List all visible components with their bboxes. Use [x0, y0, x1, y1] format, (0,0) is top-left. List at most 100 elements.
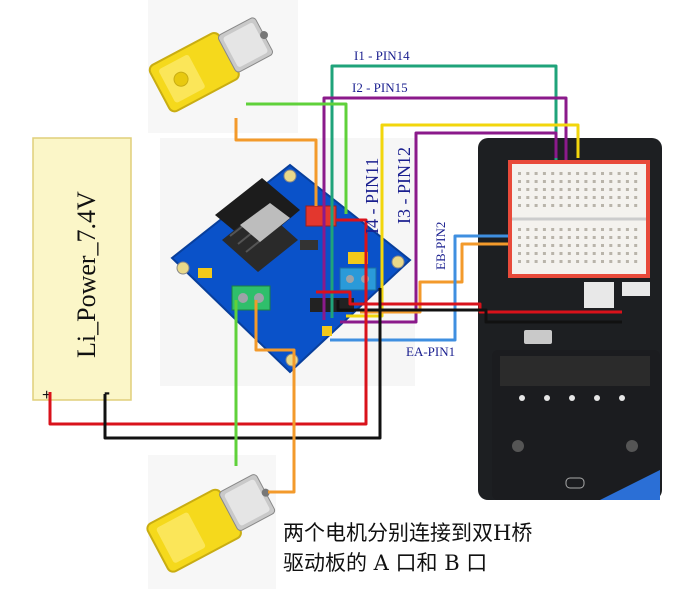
wire-i4	[346, 123, 580, 318]
breadboard-hole	[551, 228, 555, 231]
breadboard-hole	[534, 252, 538, 255]
breadboard-hole	[518, 236, 521, 239]
wires	[48, 64, 622, 494]
breadboard-hole	[601, 260, 604, 263]
breadboard-hole	[634, 228, 638, 231]
heatsink	[215, 178, 300, 272]
breadboard-hole	[534, 260, 538, 263]
wire-i1	[330, 64, 558, 318]
breadboard-hole	[617, 252, 621, 255]
breadboard-hole	[542, 244, 546, 247]
breadboard-hole	[584, 196, 588, 199]
breadboard-hole	[551, 172, 555, 175]
breadboard-hole	[534, 196, 538, 199]
breadboard-hole	[601, 172, 604, 175]
breadboard-hole	[518, 204, 521, 207]
wire-motor-top-orange	[234, 118, 318, 206]
breadboard-hole	[576, 252, 580, 255]
breadboard-hole	[601, 244, 604, 247]
wire-i3	[340, 131, 558, 324]
breadboard-hole	[592, 180, 596, 183]
breadboard-hole	[534, 236, 538, 239]
breadboard-hole	[567, 180, 571, 183]
breadboard-hole	[576, 236, 580, 239]
breadboard-hole	[567, 204, 571, 207]
breadboard-hole	[559, 204, 563, 207]
breadboard-hole	[534, 180, 538, 183]
breadboard-hole	[567, 188, 571, 191]
breadboard-hole	[518, 260, 521, 263]
breadboard-hole	[609, 236, 613, 239]
breadboard-hole	[551, 236, 555, 239]
label-eb: EB-PIN2	[433, 222, 448, 270]
wire-ground-black	[336, 300, 622, 324]
top-motor	[148, 0, 298, 133]
breadboard-hole	[567, 244, 571, 247]
breadboard-hole	[617, 236, 621, 239]
breadboard-hole	[634, 252, 638, 255]
breadboard-hole	[526, 196, 530, 199]
microbit-expansion-board	[478, 138, 662, 500]
breadboard-hole	[559, 260, 563, 263]
breadboard-hole	[601, 188, 604, 191]
breadboard-hole	[542, 180, 546, 183]
wire-battery-plus	[48, 218, 368, 426]
microbit	[492, 350, 660, 500]
breadboard-hole	[559, 236, 563, 239]
breadboard-hole	[625, 196, 629, 199]
breadboard-hole	[551, 252, 555, 255]
label-i3: I3 - PIN12	[394, 147, 414, 224]
breadboard-hole	[617, 180, 621, 183]
breadboard-hole	[567, 260, 571, 263]
breadboard-hole	[584, 260, 588, 263]
breadboard-hole	[584, 204, 588, 207]
breadboard-hole	[567, 236, 571, 239]
breadboard-hole	[518, 196, 521, 199]
breadboard-hole	[567, 228, 571, 231]
breadboard-hole	[567, 172, 571, 175]
breadboard-hole	[542, 172, 546, 175]
caption: 两个电机分别连接到双H桥 驱动板的 A 口和 B 口	[283, 518, 623, 578]
breadboard-hole	[601, 236, 604, 239]
breadboard-hole	[526, 260, 530, 263]
breadboard-hole	[518, 172, 521, 175]
breadboard-hole	[584, 172, 588, 175]
breadboard	[508, 160, 650, 278]
caption-line-2: 驱动板的 A 口和 B 口	[283, 551, 488, 575]
breadboard-hole	[518, 252, 521, 255]
label-i4: I4 - PIN11	[362, 158, 382, 234]
breadboard-hole	[617, 228, 621, 231]
breadboard-hole	[592, 188, 596, 191]
breadboard-hole	[526, 188, 530, 191]
breadboard-hole	[609, 172, 613, 175]
breadboard-hole	[526, 204, 530, 207]
breadboard-hole	[617, 188, 621, 191]
breadboard-hole	[559, 180, 563, 183]
breadboard-hole	[592, 228, 596, 231]
battery-label: Li_Power_7.4V	[72, 191, 101, 358]
breadboard-hole	[551, 196, 555, 199]
label-ea: EA-PIN1	[406, 344, 455, 359]
breadboard-hole	[625, 172, 629, 175]
breadboard-hole	[542, 236, 546, 239]
breadboard-hole	[592, 244, 596, 247]
wire-motor-bottom-orange	[254, 300, 296, 494]
breadboard-hole	[634, 236, 638, 239]
breadboard-hole	[617, 172, 621, 175]
breadboard-hole	[534, 188, 538, 191]
breadboard-hole	[601, 228, 604, 231]
battery-plus: +	[42, 387, 51, 404]
breadboard-hole	[625, 228, 629, 231]
breadboard-hole	[592, 236, 596, 239]
breadboard-hole	[584, 188, 588, 191]
breadboard-hole	[526, 172, 530, 175]
breadboard-holes	[518, 172, 638, 263]
breadboard-hole	[576, 204, 580, 207]
breadboard-hole	[634, 188, 638, 191]
breadboard-hole	[551, 180, 555, 183]
breadboard-hole	[617, 196, 621, 199]
breadboard-hole	[542, 196, 546, 199]
breadboard-hole	[634, 260, 638, 263]
breadboard-hole	[584, 228, 588, 231]
breadboard-hole	[576, 180, 580, 183]
